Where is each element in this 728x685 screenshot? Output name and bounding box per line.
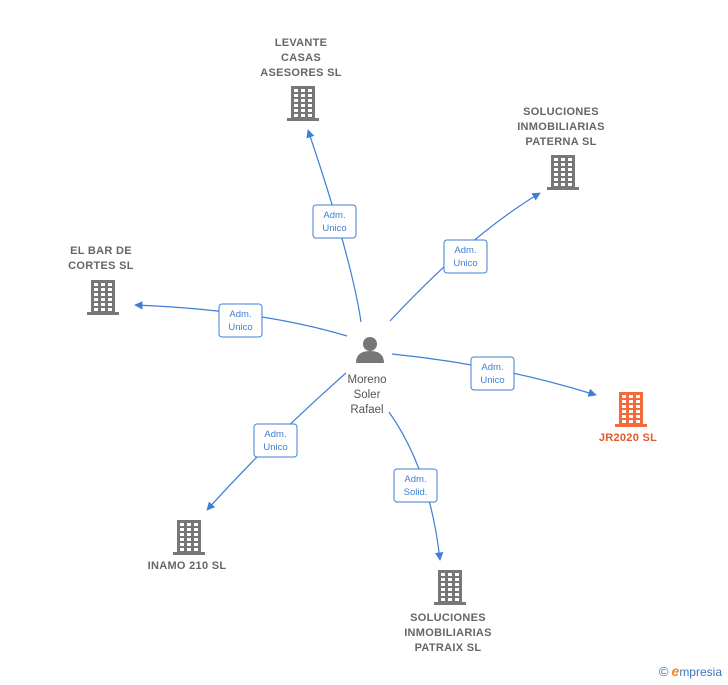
company-label-elbar[interactable]: EL BAR DE CORTES SL [41, 244, 161, 274]
company-label-line: INMOBILIARIAS [517, 121, 605, 133]
company-label-line: CASAS [280, 52, 321, 64]
brand-initial: e [671, 663, 680, 679]
company-label-line: INMOBILIARIAS [404, 627, 492, 639]
edge-label-text: Unico [480, 375, 504, 386]
company-label-line: PATRAIX SL [414, 642, 482, 654]
edge-elbar: Adm. Unico [134, 301, 348, 338]
edge-label-text: Adm. [323, 210, 345, 221]
building-icon[interactable] [547, 155, 579, 190]
building-icon[interactable] [87, 280, 119, 315]
company-label-line: JR2020 SL [598, 432, 658, 444]
edge-label-box-inamo[interactable] [253, 423, 298, 458]
edge-label-box-patraix[interactable] [393, 468, 438, 503]
company-label-paterna[interactable]: SOLUCIONES INMOBILIARIAS PATERNA SL [501, 105, 621, 150]
person-label-line: Rafael [350, 404, 384, 416]
edge-label-text: Solid. [404, 487, 428, 498]
person-label-line: Moreno [347, 374, 387, 386]
edge-label-text: Adm. [404, 474, 426, 485]
company-label-inamo[interactable]: INAMO 210 SL [127, 559, 247, 574]
company-label-levante[interactable]: LEVANTE CASAS ASESORES SL [241, 36, 361, 81]
copyright-symbol: © [658, 664, 669, 679]
edge-label-box-jr2020[interactable] [470, 356, 515, 391]
edge-label-box-paterna[interactable] [443, 239, 488, 274]
edge-label-text: Adm. [481, 362, 503, 373]
company-label-patraix[interactable]: SOLUCIONES INMOBILIARIAS PATRAIX SL [388, 611, 508, 656]
brand-footer: ©empresia [659, 663, 722, 679]
company-label-line: INAMO 210 SL [147, 560, 227, 572]
company-label-line: CORTES SL [68, 260, 134, 272]
edge-label-text: Unico [263, 442, 287, 453]
company-label-line: SOLUCIONES [410, 612, 486, 624]
company-label-line: EL BAR DE [70, 245, 132, 257]
edge-line-levante [306, 129, 362, 323]
person-label-line: Soler [353, 389, 381, 401]
company-label-jr2020[interactable]: JR2020 SL [568, 431, 688, 446]
building-icon[interactable] [173, 520, 205, 555]
edge-label-text: Adm. [454, 245, 476, 256]
company-label-line: SOLUCIONES [523, 106, 599, 118]
edge-label-text: Unico [453, 258, 477, 269]
building-icon[interactable] [434, 570, 466, 605]
edge-jr2020: Adm. Unico [391, 353, 597, 397]
company-label-line: PATERNA SL [525, 136, 597, 148]
building-icon[interactable] [287, 86, 319, 121]
edge-label-box-levante[interactable] [312, 204, 357, 239]
edge-label-text: Unico [322, 223, 346, 234]
edge-label-text: Unico [228, 322, 252, 333]
edge-label-box-elbar[interactable] [218, 303, 263, 338]
building-icon[interactable] [615, 392, 647, 427]
company-label-line: LEVANTE [274, 37, 328, 49]
edge-label-text: Adm. [229, 309, 251, 320]
company-label-line: ASESORES SL [260, 67, 342, 79]
edge-patraix: Adm. Solid. [388, 411, 444, 561]
brand-name: mpresia [679, 665, 722, 679]
edge-label-text: Adm. [264, 429, 286, 440]
edge-levante: Adm. Unico [306, 129, 362, 323]
edge-inamo: Adm. Unico [206, 372, 347, 511]
person-icon[interactable] [356, 337, 384, 363]
edge-paterna: Adm. Unico [389, 192, 541, 322]
